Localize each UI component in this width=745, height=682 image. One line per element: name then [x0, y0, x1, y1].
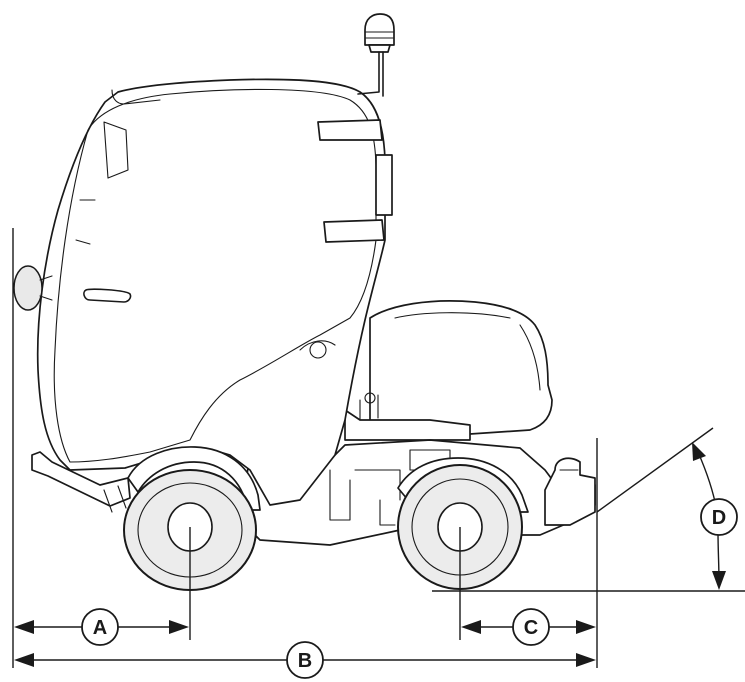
- callout-c: C: [512, 608, 550, 646]
- rear-hitch: [544, 457, 596, 526]
- beacon-light-icon: [357, 13, 395, 97]
- label-c: C: [524, 617, 538, 639]
- label-b: B: [298, 650, 312, 672]
- front-mirror: [13, 265, 43, 311]
- vehicle-illustration: [13, 13, 596, 591]
- callout-b: B: [286, 641, 324, 679]
- hinge-lower: [323, 219, 385, 243]
- cab-window: [53, 88, 377, 463]
- hinge-upper: [317, 119, 383, 141]
- departure-angle-line: [596, 427, 714, 513]
- label-d: D: [712, 507, 726, 529]
- cab: [36, 78, 386, 506]
- callout-a: A: [81, 608, 119, 646]
- callout-d: D: [700, 498, 738, 536]
- front-tow-arm: [31, 451, 131, 507]
- door-handle: [83, 288, 132, 303]
- rear-light: [375, 154, 393, 216]
- engine-hood: [369, 300, 553, 437]
- label-a: A: [93, 617, 107, 639]
- front-fender: [127, 446, 261, 511]
